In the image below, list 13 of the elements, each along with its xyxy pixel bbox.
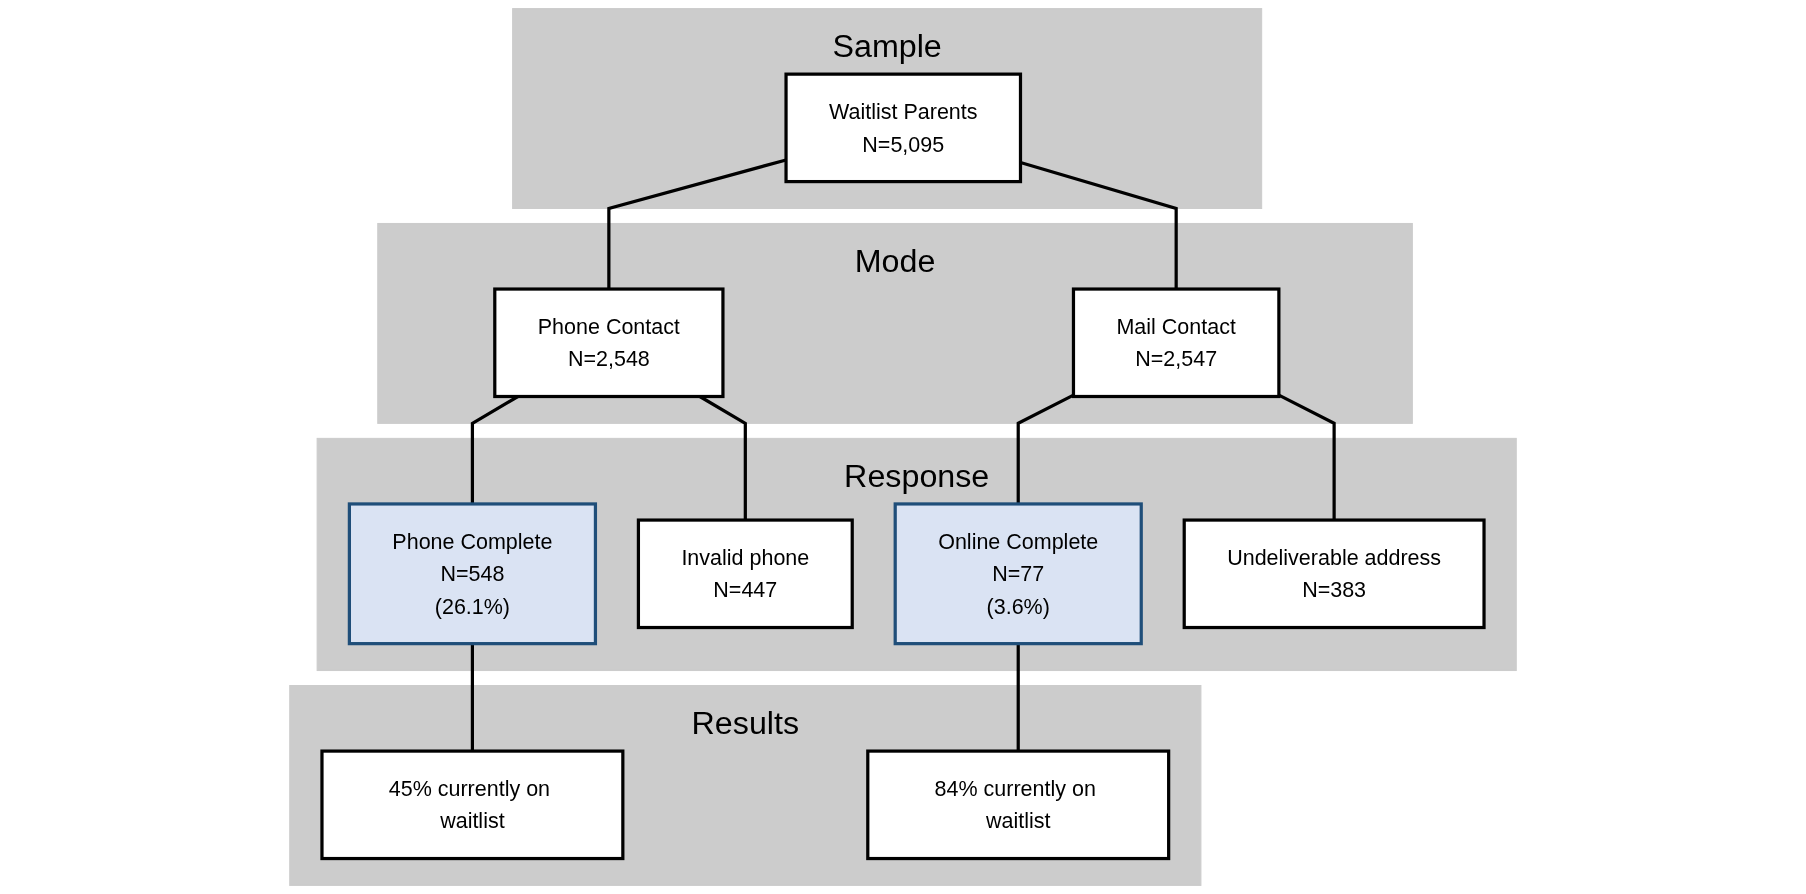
node-box: Online Complete N=77 (3.6%) bbox=[893, 502, 1143, 646]
node-box: 84% currently on waitlist bbox=[866, 749, 1171, 861]
node-box: Undeliverable address N=383 bbox=[1182, 518, 1486, 630]
connector bbox=[1016, 393, 1075, 504]
connector bbox=[470, 643, 475, 752]
node-box: 45% currently on waitlist bbox=[320, 749, 625, 861]
node-box: Phone Complete N=548 (26.1%) bbox=[347, 502, 598, 646]
node-box: Waitlist Parents N=5,095 bbox=[784, 72, 1023, 184]
node-box: Invalid phone N=447 bbox=[636, 518, 854, 630]
connector bbox=[1278, 393, 1336, 521]
node-box: Phone Contact N=2,548 bbox=[493, 287, 725, 399]
node-box: Mail Contact N=2,547 bbox=[1071, 287, 1281, 399]
connector bbox=[1016, 643, 1020, 752]
